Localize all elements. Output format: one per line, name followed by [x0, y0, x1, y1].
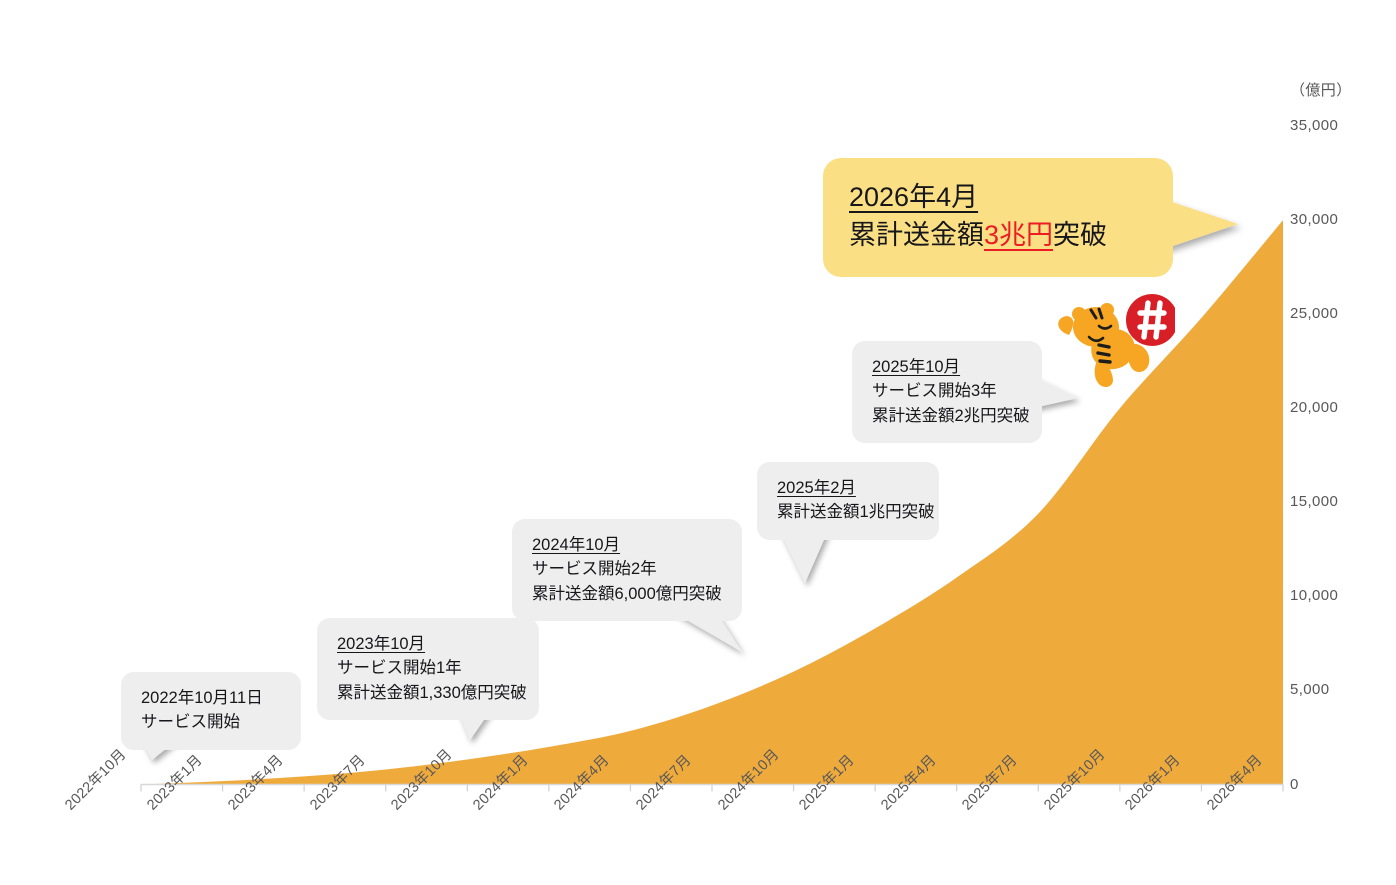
yen-badge-glyph	[1137, 300, 1167, 340]
callout-trillion1-line-2: 累計送金額1兆円突破	[777, 503, 935, 522]
callout-year1-line-2: サービス開始1年	[337, 659, 462, 678]
callout-year1-line-1: 2023年10月	[337, 635, 426, 653]
callout-trillion3-line-1: 2026年4月	[849, 182, 979, 212]
y-axis-tick-label: 35,000	[1290, 117, 1339, 134]
tiger-stripe-body-1	[1097, 343, 1111, 349]
yen-badge-circle	[1126, 294, 1175, 346]
callout-year3: 2025年10月 サービス開始3年 累計送金額2兆円突破	[852, 341, 1042, 444]
tiger-mouth	[1087, 335, 1105, 343]
callout-year2: 2024年10月 サービス開始2年 累計送金額6,000億円突破	[512, 519, 742, 622]
callout-year3-line-3: 累計送金額2兆円突破	[872, 406, 1030, 425]
area-series-plot	[141, 220, 1283, 785]
tiger-ear-left	[1072, 307, 1086, 321]
callout-start-line-2: サービス開始	[141, 713, 240, 732]
callout-service-start: 2022年10月11日 サービス開始	[121, 672, 301, 750]
tiger-stripe-head-2	[1097, 307, 1104, 320]
y-axis-tick-label: 10,000	[1290, 587, 1339, 605]
tiger-eye	[1097, 324, 1113, 330]
tiger-mascot	[1058, 294, 1175, 388]
callout-year1-line-3: 累計送金額1,330億円突破	[337, 683, 527, 702]
tiger-tail	[1058, 316, 1074, 335]
tiger-front-leg	[1127, 343, 1150, 373]
callout-year3-line-2: サービス開始3年	[872, 382, 997, 401]
callout-trillion3-suffix: 突破	[1053, 220, 1108, 251]
callout-year2-line-3: 累計送金額6,000億円突破	[532, 584, 722, 603]
callout-trillion3-prefix: 累計送金額	[849, 220, 984, 251]
y-axis-tick-label: 5,000	[1290, 681, 1330, 699]
callout-year2-line-1: 2024年10月	[532, 536, 621, 554]
callout-trillion1: 2025年2月 累計送金額1兆円突破	[757, 462, 939, 540]
callout-trillion3-accent: 3兆円	[984, 220, 1054, 251]
y-axis-tick-label: 30,000	[1290, 211, 1339, 229]
y-axis-tick-label: 20,000	[1290, 399, 1339, 417]
y-axis-tick-label: 0	[1290, 775, 1299, 793]
area-series-fill	[141, 220, 1283, 785]
callout-trillion1-line-1: 2025年2月	[777, 479, 856, 497]
y-axis-tick-label: 25,000	[1290, 305, 1339, 323]
tiger-stripe-body-2	[1096, 351, 1111, 357]
x-axis-ticks	[140, 784, 1284, 792]
callout-year1: 2023年10月 サービス開始1年 累計送金額1,330億円突破	[317, 618, 539, 721]
callout-year3-line-1: 2025年10月	[872, 358, 961, 376]
callout-start-line-1: 2022年10月11日	[141, 689, 263, 707]
tiger-ear-right	[1100, 303, 1114, 317]
callout-year2-line-2: サービス開始2年	[532, 560, 657, 579]
y-axis-tick-label: 15,000	[1290, 493, 1339, 511]
callout-trillion3: 2026年4月 累計送金額3兆円突破	[823, 158, 1173, 277]
callout-trillion3-line-2: 累計送金額3兆円突破	[849, 216, 1143, 254]
tiger-stripe-body-3	[1098, 359, 1112, 364]
tiger-stripe-head-1	[1089, 308, 1098, 320]
y-axis-unit-label: （億円）	[1290, 82, 1352, 99]
